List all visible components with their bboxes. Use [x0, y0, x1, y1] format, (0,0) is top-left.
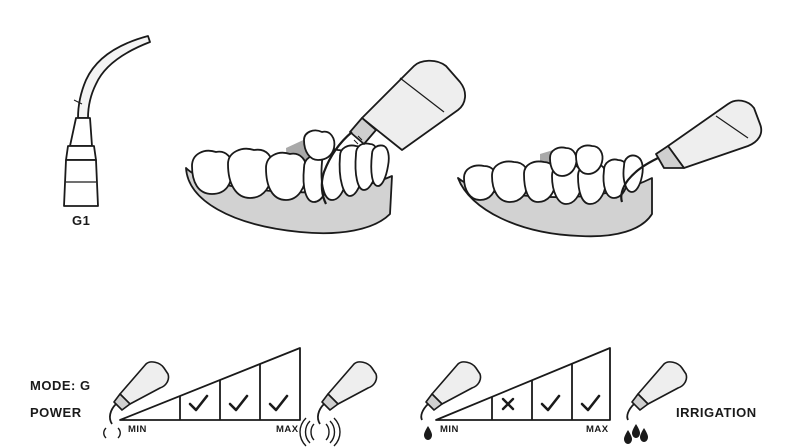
check-icon [540, 394, 561, 412]
cross-icon [501, 397, 515, 411]
vibration-high-icon [299, 417, 341, 447]
water-drop-icon [424, 426, 432, 440]
vibration-low-icon [103, 427, 121, 439]
check-icon [188, 394, 209, 412]
power-level-scale [119, 347, 301, 421]
scaler-handpiece-icon [626, 361, 688, 421]
tip-code-label: G1 [72, 213, 91, 228]
check-icon [268, 394, 289, 412]
water-drops-icon [624, 424, 648, 444]
scaler-handpiece-icon [620, 99, 763, 203]
check-icon [228, 394, 249, 412]
irrigation-label: IRRIGATION [676, 405, 757, 420]
scaler-handpiece-icon [317, 361, 378, 425]
scaler-handpiece-icon [320, 59, 466, 205]
scaler-handpiece-icon [420, 361, 482, 421]
check-icon [580, 394, 601, 412]
mode-label: MODE: G [30, 378, 91, 393]
irrigation-max-label: MAX [586, 424, 609, 435]
power-min-label: MIN [128, 424, 147, 435]
irrigation-level-scale [435, 347, 611, 421]
scaler-handpiece-icon [109, 361, 170, 425]
power-label: POWER [30, 405, 82, 420]
irrigation-min-label: MIN [440, 424, 459, 435]
lower-jaw-illustration-left [185, 129, 393, 235]
power-max-label: MAX [276, 424, 299, 435]
lower-jaw-illustration-right [457, 144, 653, 238]
ultrasonic-tip-icon [63, 35, 151, 207]
